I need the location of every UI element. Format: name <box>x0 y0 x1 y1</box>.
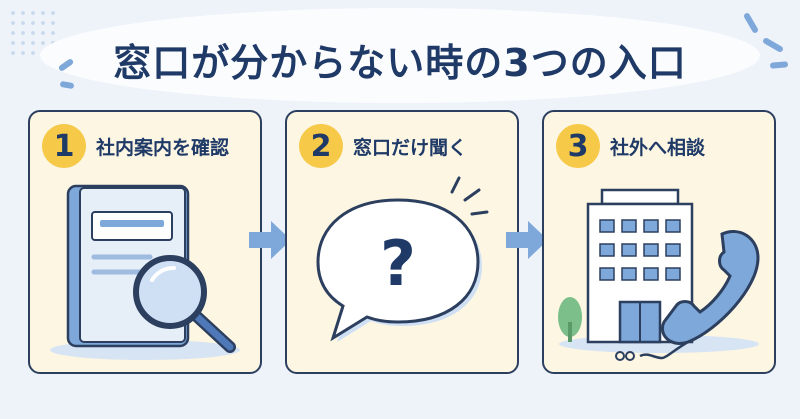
book-with-magnifier-icon <box>50 184 240 360</box>
step-number-badge: 1 <box>42 124 86 168</box>
step-number-badge: 3 <box>556 124 600 168</box>
step-card-3: 3 社外へ相談 <box>542 110 776 374</box>
step-header-2: 2 窓口だけ聞く <box>299 124 467 168</box>
building-and-phone-icon <box>558 188 760 361</box>
step-label: 社内案内を確認 <box>96 136 230 159</box>
arrow-right-icon <box>506 221 548 259</box>
step-card-2: 2 窓口だけ聞く ? <box>285 110 519 374</box>
step-number-badge: 2 <box>299 124 343 168</box>
arrow-right-icon <box>249 221 291 259</box>
page-title: 窓口が分からない時の3つの入口 <box>113 41 687 85</box>
sparkle-line-right-1 <box>742 11 760 35</box>
title-background <box>40 8 760 103</box>
step-header-3: 3 社外へ相談 <box>556 124 705 168</box>
svg-text:?: ? <box>380 227 416 300</box>
step-card-1: 1 社内案内を確認 <box>28 110 262 374</box>
step-label: 社外へ相談 <box>610 136 706 159</box>
step-header-1: 1 社内案内を確認 <box>42 124 229 168</box>
step-label: 窓口だけ聞く <box>353 136 468 159</box>
speech-bubble-question-icon: ? <box>316 176 489 342</box>
